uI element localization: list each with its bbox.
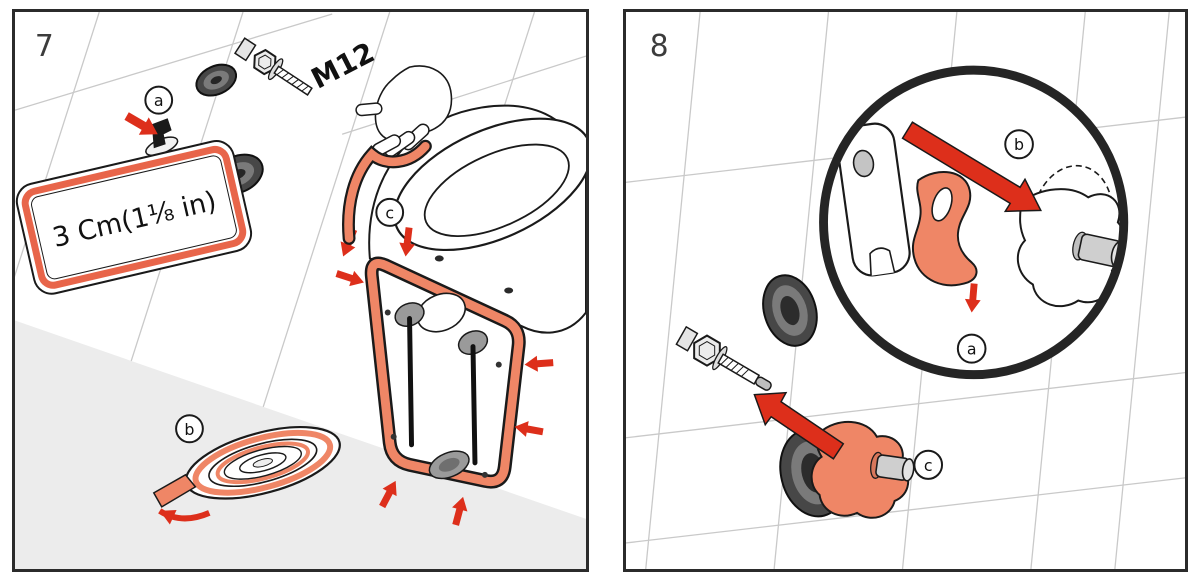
wall-bracket-plate xyxy=(836,122,911,277)
label-badge-b: b xyxy=(175,414,204,444)
step-number: 8 xyxy=(650,29,669,64)
label-badge-c: c xyxy=(375,197,405,227)
mounting-rod xyxy=(407,316,415,448)
red-arrow xyxy=(513,418,545,440)
seal-strip-end xyxy=(344,141,430,243)
label-badge-a: a xyxy=(144,85,174,115)
label-a-text: a xyxy=(154,91,164,110)
m12-bolt-illustration xyxy=(233,37,313,96)
label-b-text: b xyxy=(184,420,194,439)
bolt-hole xyxy=(394,302,425,327)
panel7-illustration: 7 a xyxy=(15,12,586,569)
label-b-text: b xyxy=(1014,135,1024,154)
magnifier-ring xyxy=(819,65,1129,380)
tape-tail xyxy=(152,473,197,508)
mounting-rod xyxy=(470,344,478,466)
toilet-bowl-illustration xyxy=(369,104,586,484)
measurement-callout: 3 Cm(1⅛ in) xyxy=(15,140,253,295)
label-c-text: c xyxy=(924,456,933,475)
clip-slot xyxy=(931,187,953,222)
panel-step-7: 7 a xyxy=(12,9,589,572)
bolt-illustration xyxy=(675,325,772,391)
hand-illustration xyxy=(355,65,453,158)
label-badge-c: c xyxy=(913,449,944,480)
label-badge-a: a xyxy=(956,333,987,364)
thumb xyxy=(355,102,383,117)
label-badge-b: b xyxy=(1004,129,1034,160)
red-arrow-large xyxy=(901,121,1043,213)
panel8-illustration: 8 xyxy=(626,12,1185,569)
magnifier-detail-circle: b a xyxy=(819,65,1129,380)
outlet-hole-inner xyxy=(438,457,460,472)
m12-label: M12 xyxy=(306,36,380,96)
clip-part xyxy=(911,171,978,287)
bolt-hole xyxy=(457,330,489,356)
red-arrow xyxy=(334,265,367,291)
wall-cap xyxy=(762,274,818,347)
wall-cap xyxy=(195,63,238,97)
tape-coil-illustration xyxy=(152,426,341,525)
label-a-text: a xyxy=(967,340,977,359)
red-arrow xyxy=(523,354,554,373)
panel-step-8: 8 xyxy=(623,9,1188,572)
wall-bracket xyxy=(145,118,179,157)
red-arrow-large xyxy=(753,391,845,460)
label-c-text: c xyxy=(385,203,394,222)
step-number: 7 xyxy=(35,29,54,64)
